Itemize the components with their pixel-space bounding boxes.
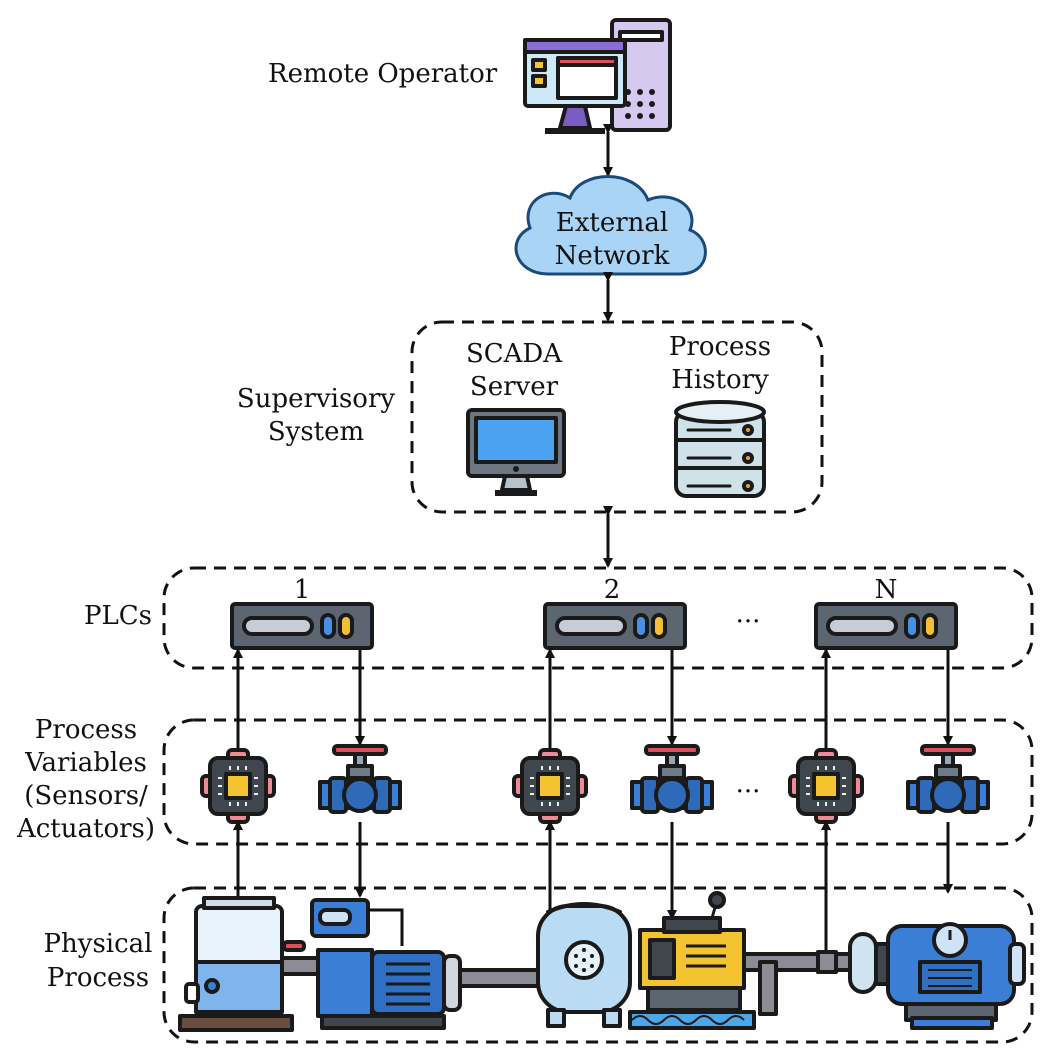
physical-line1: Physical xyxy=(44,929,153,959)
pv-line4: Actuators) xyxy=(16,814,155,844)
valve-icon-3 xyxy=(906,744,990,814)
supervisory-line1: Supervisory xyxy=(237,384,395,414)
sensor-icon-2 xyxy=(512,748,588,824)
external-network-line1: External xyxy=(556,208,668,238)
generator-icon xyxy=(628,891,756,1030)
scada-line2: Server xyxy=(470,372,559,402)
sensor-icon-1 xyxy=(200,748,276,824)
physical-process-box xyxy=(162,886,1034,1044)
process-variables-box xyxy=(162,718,1034,846)
history-line2: History xyxy=(671,365,769,395)
plc-2-icon xyxy=(543,602,687,650)
monitor-icon xyxy=(466,408,566,496)
pv-line1: Process xyxy=(35,715,137,745)
plc-2-id: 2 xyxy=(604,575,621,605)
pressure-vessel-icon xyxy=(536,902,632,1028)
remote-operator-label: Remote Operator xyxy=(268,59,498,89)
plc-n-id: N xyxy=(875,575,898,605)
supervisory-line2: System xyxy=(268,417,364,447)
workstation-icon xyxy=(523,18,672,134)
supervisory-system-box xyxy=(410,320,824,514)
physical-line2: Process xyxy=(47,963,149,993)
external-network-line2: Network xyxy=(555,241,670,271)
plc-1-id: 1 xyxy=(294,575,311,605)
pv-ellipsis: ··· xyxy=(736,777,761,807)
plc-1-icon xyxy=(230,602,374,650)
history-line1: Process xyxy=(669,332,771,362)
motor-pump-icon xyxy=(310,898,462,1030)
plc-pv-links xyxy=(233,648,953,748)
pv-physical-links xyxy=(233,820,953,950)
electric-motor-icon xyxy=(816,922,1026,1030)
sensor-icon-3 xyxy=(788,748,864,824)
pv-line2: Variables xyxy=(24,748,147,778)
valve-icon-1 xyxy=(318,744,402,814)
plc-ellipsis: ··· xyxy=(736,607,761,637)
scada-line1: SCADA xyxy=(466,339,563,369)
database-icon xyxy=(674,400,766,498)
valve-icon-2 xyxy=(630,744,714,814)
pv-line3: (Sensors/ xyxy=(24,781,148,811)
cloud-icon xyxy=(514,175,707,276)
plcs-label: PLCs xyxy=(84,601,152,631)
tank-icon xyxy=(178,896,306,1032)
plc-n-icon xyxy=(814,602,958,650)
plcs-box xyxy=(162,566,1034,670)
